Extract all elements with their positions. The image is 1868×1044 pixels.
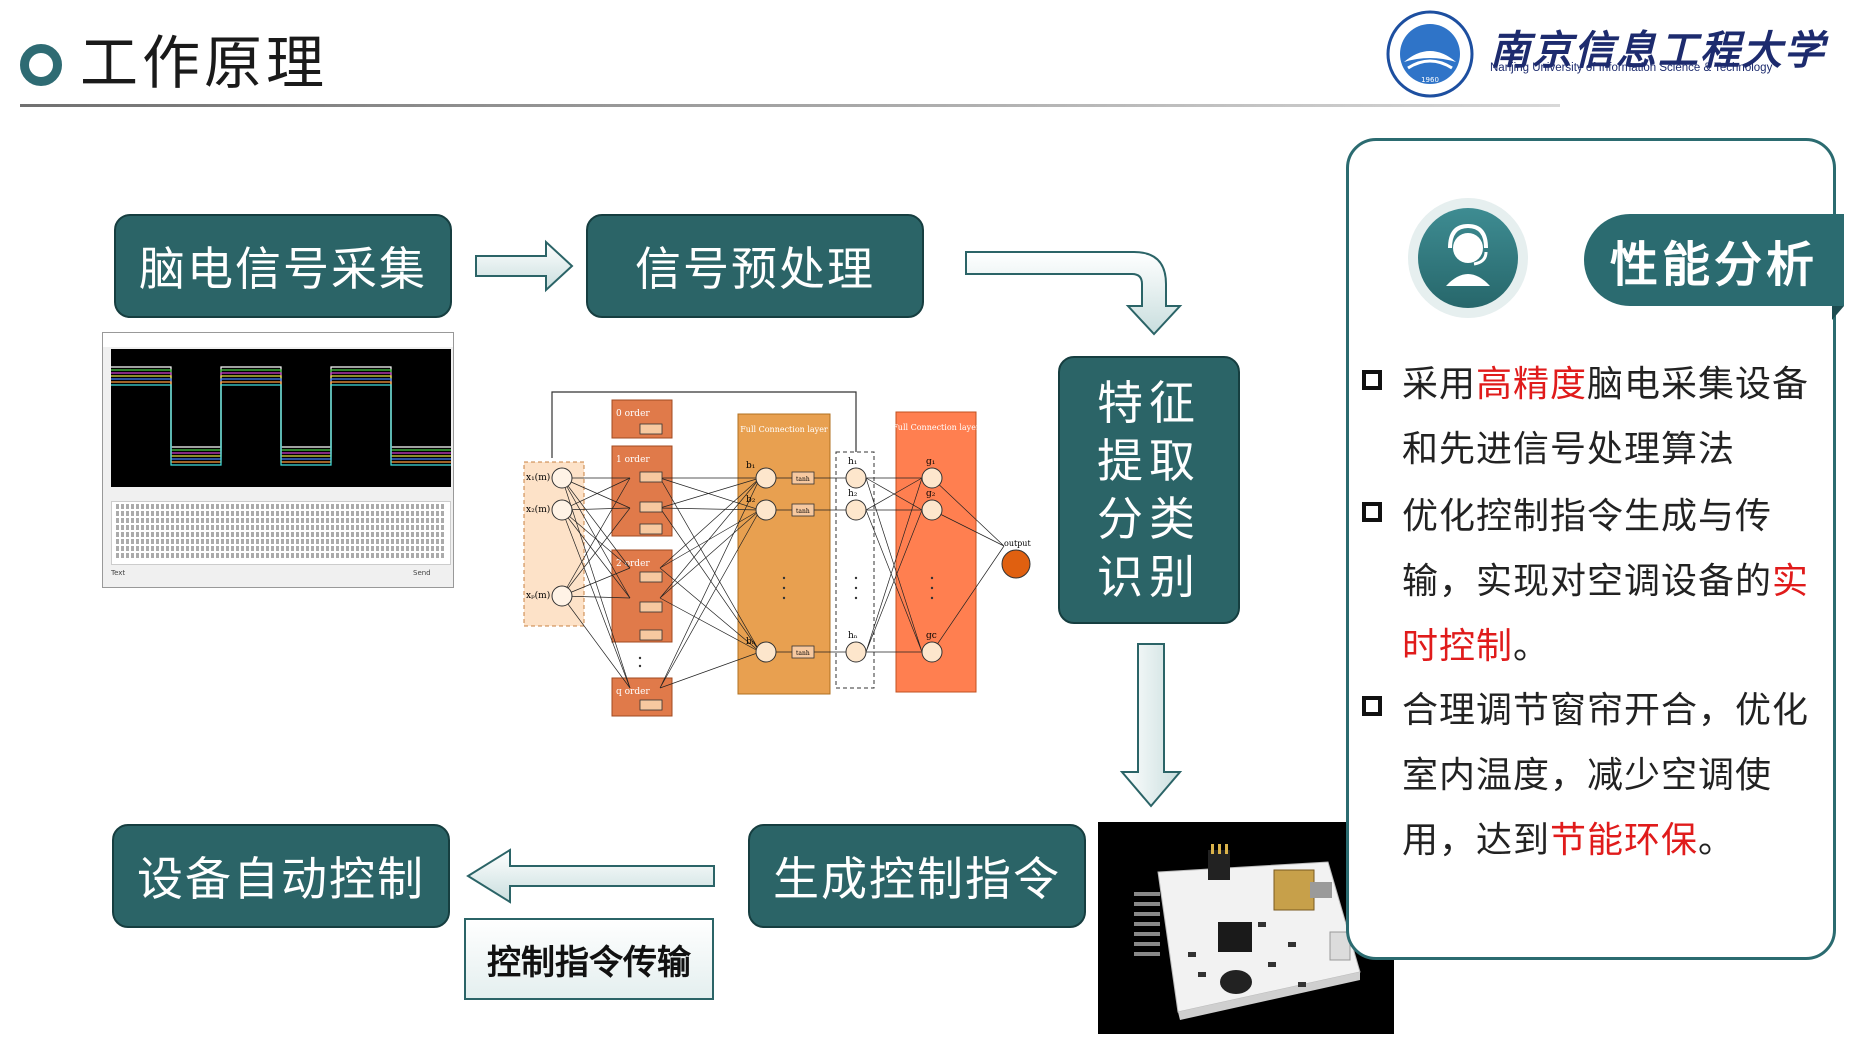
fc-layer-2-label: Full Connection layer bbox=[892, 423, 980, 432]
tanh-boxes bbox=[791, 471, 815, 659]
node-g2: g₂ bbox=[926, 489, 936, 499]
g-nodes bbox=[921, 467, 943, 663]
input-x1: x₁(m) bbox=[526, 472, 550, 483]
perf-tab-fold bbox=[1832, 306, 1844, 320]
ellipsis-dots bbox=[638, 576, 934, 668]
eeg-window-titlebar bbox=[103, 333, 453, 347]
eeg-data-log bbox=[111, 501, 451, 565]
tanh-2: tanh bbox=[796, 508, 810, 515]
bullet-2-icon bbox=[1362, 502, 1382, 522]
step-device-control: 设备自动控制 bbox=[112, 824, 450, 928]
step-signal-preprocess: 信号预处理 bbox=[586, 214, 924, 318]
neural-network-diagram: 0 order 1 order 2 order q order Full Con… bbox=[523, 391, 1031, 717]
arrow-acquire-to-preprocess bbox=[475, 239, 574, 293]
arrow-generate-to-control bbox=[466, 848, 715, 904]
fc-layer-1 bbox=[737, 413, 831, 695]
node-g1: g₁ bbox=[926, 457, 935, 467]
network-connections bbox=[561, 477, 1005, 689]
node-bn: bₙ bbox=[746, 637, 756, 647]
h-nodes bbox=[845, 467, 867, 663]
feedback-line bbox=[551, 391, 857, 458]
command-transmit-label: 控制指令传输 bbox=[464, 918, 714, 1000]
pcb-device-image bbox=[1098, 822, 1394, 1034]
step-eeg-acquisition: 脑电信号采集 bbox=[114, 214, 452, 318]
eeg-send-button[interactable]: Send bbox=[413, 569, 431, 577]
order0-label: 0 order bbox=[616, 409, 650, 419]
user-headset-icon bbox=[1418, 208, 1518, 308]
node-b2: b₂ bbox=[746, 495, 756, 505]
university-name-cn: 南京信息工程大学 bbox=[1490, 27, 1826, 74]
logo-year: 1960 bbox=[1421, 76, 1439, 84]
arrow-preprocess-to-feature bbox=[965, 251, 1183, 336]
step-generate-command: 生成控制指令 bbox=[748, 824, 1086, 928]
node-gc: gc bbox=[926, 631, 937, 641]
eeg-text-label: Text bbox=[111, 569, 126, 577]
order1-label: 1 order bbox=[616, 455, 650, 465]
university-seal-icon: 1960 bbox=[1386, 10, 1474, 98]
order2-label: 2 order bbox=[616, 559, 650, 569]
output-label: output bbox=[1004, 539, 1031, 548]
node-hn: hₙ bbox=[848, 631, 858, 641]
perf-analysis-tab: 性能分析 bbox=[1584, 214, 1844, 306]
input-xp: xₚ(m) bbox=[526, 590, 550, 601]
perf-item-1: 采用高精度脑电采集设备和先进信号处理算法 bbox=[1402, 364, 1810, 470]
b-nodes bbox=[755, 467, 777, 663]
eeg-software-screenshot: Text Send bbox=[102, 332, 454, 588]
h-column bbox=[835, 451, 875, 689]
node-h2: h₂ bbox=[848, 489, 858, 499]
orderq-label: q order bbox=[616, 687, 650, 697]
order-sub-boxes bbox=[639, 423, 663, 711]
output-node bbox=[1001, 549, 1031, 579]
tanh-1: tanh bbox=[796, 476, 810, 483]
perf-item-3: 合理调节窗帘开合，优化室内温度，减少空调使用，达到节能环保。 bbox=[1402, 690, 1810, 861]
order1-block bbox=[611, 445, 673, 537]
header-divider bbox=[20, 104, 1560, 107]
arrow-feature-to-device bbox=[1119, 643, 1183, 808]
node-h1: h₁ bbox=[848, 457, 857, 467]
title-ring-icon bbox=[20, 44, 62, 86]
step-feature-classification: 特征 提取 分类 识别 bbox=[1058, 356, 1240, 624]
bullet-3-icon bbox=[1362, 696, 1382, 716]
tanh-n: tanh bbox=[796, 650, 810, 657]
perf-item-2: 优化控制指令生成与传输，实现对空调设备的实时控制。 bbox=[1402, 496, 1810, 667]
university-name-en: Nanjing University of Information Scienc… bbox=[1490, 62, 1773, 74]
fc-layer-1-label: Full Connection layer bbox=[740, 425, 828, 434]
bullet-1-icon bbox=[1362, 370, 1382, 390]
eeg-channel-checkboxes[interactable] bbox=[111, 489, 451, 499]
eeg-waveform-plot bbox=[111, 349, 451, 487]
node-b1: b₁ bbox=[746, 461, 755, 471]
input-nodes bbox=[551, 467, 573, 607]
page-title: 工作原理 bbox=[80, 29, 329, 97]
input-x2: x₂(m) bbox=[526, 504, 550, 515]
